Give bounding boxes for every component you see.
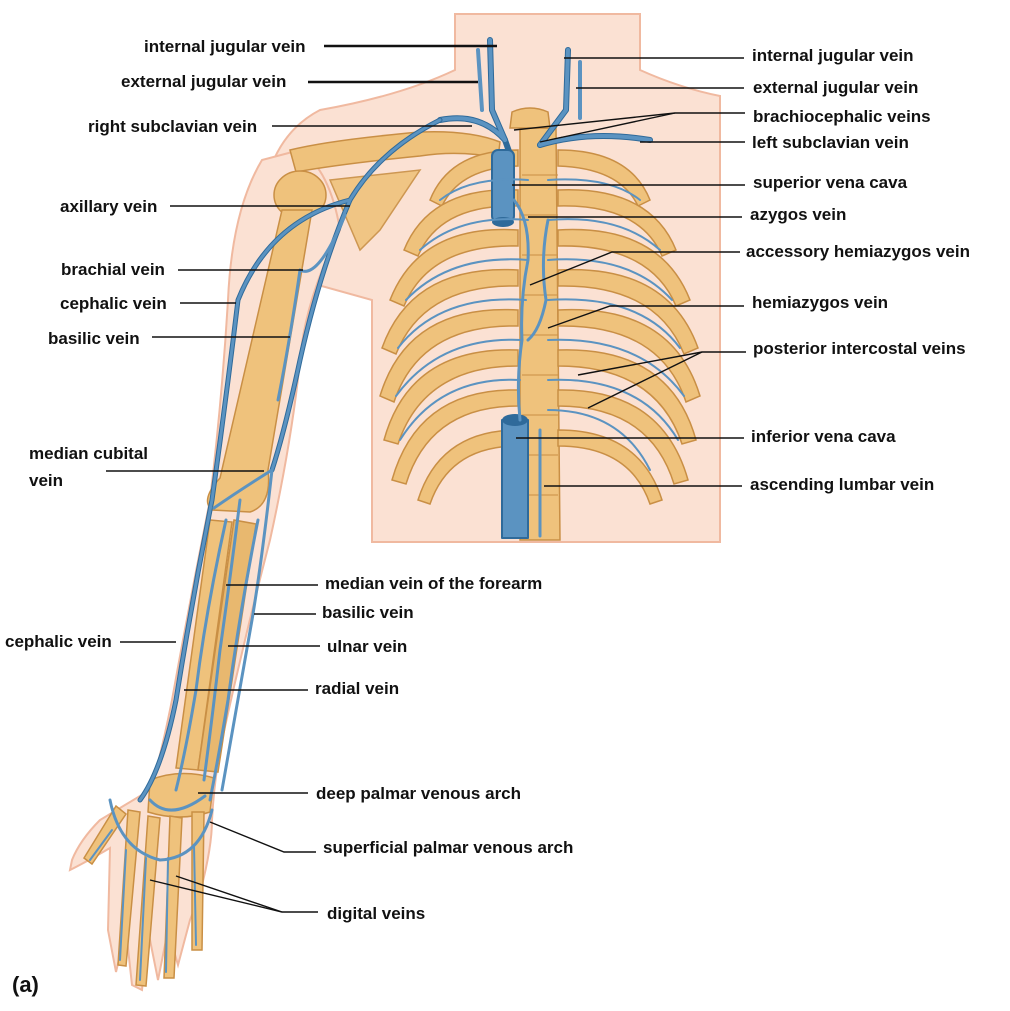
label-axillary-vein: axillary vein xyxy=(60,197,157,216)
label-median-cubital-vein-line1: median cubital xyxy=(29,444,148,463)
labels: internal jugular vein external jugular v… xyxy=(5,37,970,997)
hemiazygos-vein xyxy=(526,218,550,342)
label-external-jugular-vein-right: external jugular vein xyxy=(121,72,286,91)
leader-lines xyxy=(106,44,746,913)
axillary-vein xyxy=(348,118,442,202)
label-left-subclavian-vein: left subclavian vein xyxy=(752,133,909,152)
internal-jugular-vein-left xyxy=(538,48,570,147)
label-external-jugular-vein-left: external jugular vein xyxy=(753,78,918,97)
internal-jugular-vein-right xyxy=(488,38,507,142)
cephalic-vein-arm xyxy=(210,198,352,502)
label-basilic-vein-forearm: basilic vein xyxy=(322,603,414,622)
deep-palmar-venous-arch xyxy=(148,794,207,812)
right-subclavian-vein xyxy=(438,116,507,142)
label-cephalic-vein-arm: cephalic vein xyxy=(60,294,167,313)
superficial-palmar-venous-arch xyxy=(108,798,214,862)
label-inferior-vena-cava: inferior vena cava xyxy=(751,427,896,446)
median-cubital-vein xyxy=(212,468,274,510)
median-vein-forearm xyxy=(202,498,242,782)
scapula-bone xyxy=(328,169,422,252)
label-brachial-vein: brachial vein xyxy=(61,260,165,279)
veins xyxy=(89,37,685,981)
label-median-vein-of-forearm: median vein of the forearm xyxy=(325,574,542,593)
ulnar-vein xyxy=(208,518,260,802)
label-posterior-intercostal-veins: posterior intercostal veins xyxy=(753,339,966,358)
label-internal-jugular-vein-left: internal jugular vein xyxy=(752,46,914,65)
label-internal-jugular-vein-right: internal jugular vein xyxy=(144,37,306,56)
label-superficial-palmar-venous-arch: superficial palmar venous arch xyxy=(323,838,573,857)
superior-vena-cava xyxy=(491,149,515,223)
ribs-right xyxy=(379,149,519,505)
label-azygos-vein: azygos vein xyxy=(750,205,846,224)
left-subclavian-vein xyxy=(538,134,652,147)
panel-label: (a) xyxy=(12,972,39,997)
label-basilic-vein-arm: basilic vein xyxy=(48,329,140,348)
posterior-intercostal-veins xyxy=(395,178,685,471)
radial-vein xyxy=(174,518,228,792)
label-brachiocephalic-veins: brachiocephalic veins xyxy=(753,107,931,126)
label-accessory-hemiazygos-vein: accessory hemiazygos vein xyxy=(746,242,970,261)
inferior-vena-cava xyxy=(501,419,529,539)
external-jugular-vein-right xyxy=(476,48,484,112)
ivc-opening xyxy=(502,414,528,426)
label-deep-palmar-venous-arch: deep palmar venous arch xyxy=(316,784,521,803)
label-radial-vein: radial vein xyxy=(315,679,399,698)
label-right-subclavian-vein: right subclavian vein xyxy=(88,117,257,136)
manubrium xyxy=(509,107,551,129)
label-ulnar-vein: ulnar vein xyxy=(327,637,407,656)
label-superior-vena-cava: superior vena cava xyxy=(753,173,908,192)
label-hemiazygos-vein: hemiazygos vein xyxy=(752,293,888,312)
label-median-cubital-vein-line2: vein xyxy=(29,471,63,490)
label-cephalic-vein-forearm: cephalic vein xyxy=(5,632,112,651)
label-ascending-lumbar-vein: ascending lumbar vein xyxy=(750,475,934,494)
skeleton xyxy=(83,107,701,987)
basilic-vein-forearm xyxy=(220,468,274,792)
digital-veins xyxy=(89,829,197,981)
label-digital-veins: digital veins xyxy=(327,904,425,923)
cephalic-vein-forearm xyxy=(138,498,214,802)
